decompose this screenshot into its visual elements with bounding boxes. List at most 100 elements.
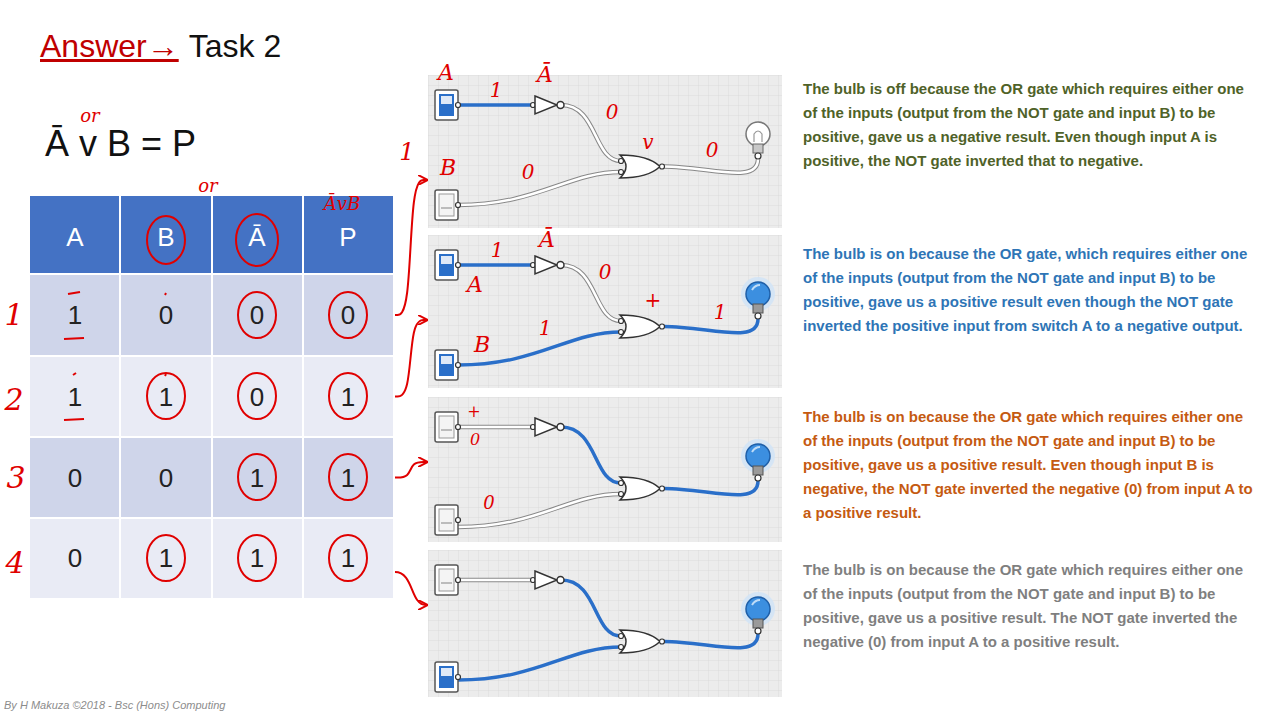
handwritten-circles-part (147, 373, 185, 419)
red-arrow-connector (395, 462, 426, 478)
handwritten-circles-part (73, 373, 76, 375)
table-cell-value: 1 (250, 544, 264, 573)
table-cell-value: 0 (68, 463, 82, 492)
handwritten-circles-part (64, 338, 84, 339)
circuit-panel-2-part (561, 265, 621, 321)
handwritten-annotation: B (474, 333, 490, 357)
circuit-panel-2-part (561, 265, 621, 321)
circuit-panel-2-part (435, 350, 461, 380)
table-cell-value: 1 (68, 301, 82, 330)
table-cell-value: 0 (68, 544, 82, 573)
handwritten-note: or (80, 106, 99, 127)
table-cell-value: 1 (68, 382, 82, 411)
row-number: 2 (4, 383, 23, 418)
leader-arrow-part (395, 572, 426, 605)
circuit-panel-3-part (458, 494, 621, 527)
circuit-panel-1-part (664, 159, 758, 173)
handwritten-circles-part (238, 292, 276, 338)
footer-credit: By H Makuza ©2018 - Bsc (Hons) Computing (4, 699, 225, 712)
row-number: 3 (6, 461, 25, 496)
circuit-panel-1-part (619, 155, 665, 178)
circuit-panel-2-part (428, 235, 782, 388)
handwritten-circles-part (329, 454, 367, 500)
circuit-panel-4 (428, 550, 782, 697)
circuit-panel-2 (428, 235, 782, 388)
handwritten-annotation: 0 (470, 431, 480, 449)
circuit-panel-4-part (619, 630, 665, 653)
column-header: A (66, 223, 83, 252)
handwritten-annotation: 0 (522, 161, 535, 183)
circuit-panel-2-part (531, 256, 565, 274)
slide-title: Task 2 (189, 28, 281, 65)
circuit-panel-4-part (458, 647, 621, 680)
table-cell-value: 0 (250, 301, 264, 330)
handwritten-note: or (198, 176, 217, 197)
handwritten-circles-part (147, 216, 185, 264)
handwritten-annotation: A (438, 61, 454, 85)
truth-table-part-part (119, 196, 121, 598)
circuit-panel-3-part (458, 426, 534, 429)
table-cell-value: 1 (341, 544, 355, 573)
table-cell-value: 1 (159, 544, 173, 573)
truth-table-row: 1000 (30, 274, 393, 356)
circuit-panel-3 (428, 397, 782, 542)
explanation-text: The bulb is on because the OR gate which… (803, 405, 1258, 525)
circuit-panel-3-part (458, 425, 534, 430)
handwritten-annotation: v (642, 131, 653, 153)
handwritten-circles-part (329, 373, 367, 419)
circuit-panel-1-part (428, 75, 782, 228)
circuit-panel-4-part (435, 565, 461, 595)
circuit-panel-4-part (664, 634, 758, 648)
truth-table (30, 196, 393, 598)
table-cell-value: 0 (159, 301, 173, 330)
connectors (395, 180, 426, 478)
handwritten-note: ĀvB (324, 194, 360, 215)
handwritten-annotation: Ā (537, 63, 553, 87)
circuit-panel-4-part (741, 592, 775, 634)
handwritten-circles-part (165, 293, 166, 295)
circuit-panel-2-part (435, 250, 461, 280)
circuit-panel: +0 0 (428, 397, 782, 542)
handwritten-circles-part (165, 374, 166, 376)
circuit-panel-3-part (531, 418, 565, 436)
boolean-expression: Ā v B = P (45, 123, 196, 164)
circuit-panel-3-part (435, 412, 461, 442)
column-header: Ā (248, 223, 265, 252)
handwritten-circles (64, 214, 367, 581)
truth-table-part-part (30, 355, 393, 357)
row-number: 1 (4, 298, 23, 333)
column-header: P (339, 223, 356, 252)
circuit-panel: 1Ā0AB1+1 (428, 235, 782, 388)
explanation-text: The bulb is on because the OR gate, whic… (803, 242, 1258, 338)
handwritten-annotation: 0 (483, 493, 494, 513)
table-cell-value: 1 (341, 382, 355, 411)
circuit-panel-1 (428, 75, 782, 228)
circuit-panel-1-part (531, 96, 565, 114)
circuit-panel-4-part (435, 662, 461, 692)
circuit-panel-4-part (428, 550, 782, 697)
circuit-panel-2-part (458, 263, 534, 267)
handwritten-circles-part (238, 373, 276, 419)
handwritten-annotation: + (467, 403, 480, 421)
row-number: 1 (399, 139, 414, 167)
truth-table-row: 0011 (30, 437, 393, 518)
table-cell-value: 0 (250, 382, 264, 411)
circuit-panel-1-part (746, 122, 770, 159)
explanation-text: The bulb is off because the OR gate whic… (803, 77, 1258, 173)
circuit-panel-1-part (458, 172, 621, 205)
handwritten-circles-part (329, 535, 367, 581)
handwritten-annotation: + (645, 289, 662, 311)
handwritten-circles-part (238, 454, 276, 500)
truth-table-part-part (302, 196, 304, 598)
circuit-panel-1-part (458, 103, 534, 107)
circuit-panel-1-part (435, 90, 461, 120)
handwritten-circles-part (147, 535, 185, 581)
circuit-panel-3-part (561, 427, 621, 483)
explanation-text: The bulb is on because the OR gate which… (803, 558, 1258, 654)
truth-table-part (30, 196, 393, 598)
truth-table-part-part (211, 196, 213, 598)
handwritten-circles-part (68, 292, 80, 294)
handwritten-annotation: 0 (599, 261, 612, 283)
